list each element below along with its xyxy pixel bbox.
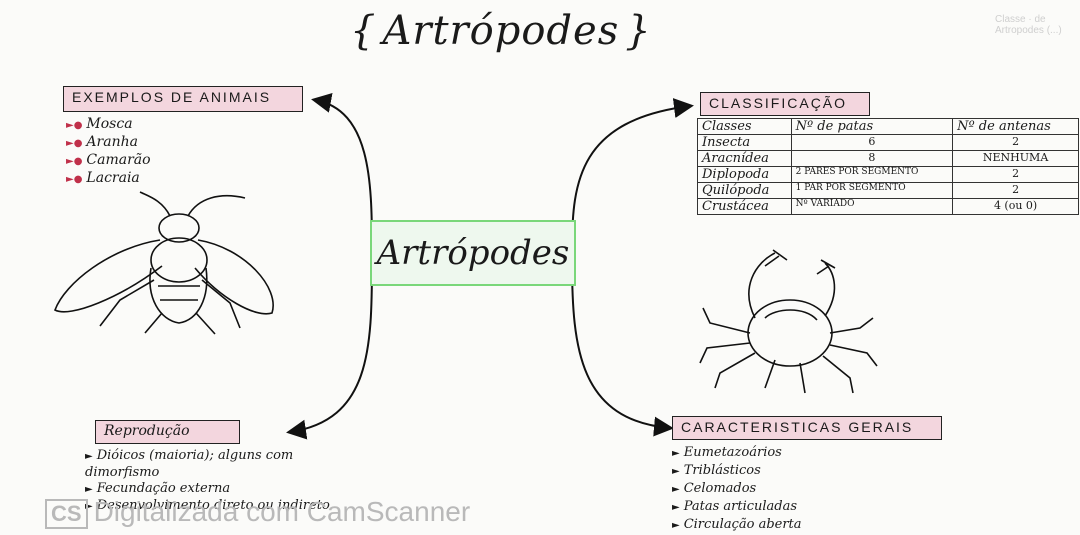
header-antenas: Nº de antenas: [953, 119, 1079, 135]
table-row: Crustácea Nº VARIADO 4 (ou 0): [698, 199, 1079, 215]
caracteristicas-title: CARACTERISTICAS GERAIS: [672, 416, 942, 440]
table-row: Aracnídea 8 NENHUMA: [698, 151, 1079, 167]
watermark-text: Digitalizada com CamScanner: [94, 496, 471, 527]
list-item: ►Circulação aberta: [672, 516, 932, 534]
arrow-bullet-icon: ►: [672, 502, 680, 513]
list-item: ►●Aranha: [66, 134, 151, 152]
header-patas: Nº de patas: [791, 119, 953, 135]
list-item: ►Triblásticos: [672, 462, 932, 480]
arrow-bullet-icon: ►●: [66, 138, 82, 149]
exemplos-title: EXEMPLOS DE ANIMAIS: [63, 86, 303, 112]
arrow-bullet-icon: ►: [672, 466, 680, 477]
exemplos-list: ►●Mosca ►●Aranha ►●Camarão ►●Lacraia: [66, 116, 151, 188]
list-item: ►Celomados: [672, 480, 932, 498]
list-item: ►●Mosca: [66, 116, 151, 134]
center-topic: Artrópodes: [370, 220, 576, 286]
caracteristicas-list: ►Eumetazoários ►Triblásticos ►Celomados …: [672, 444, 932, 534]
fly-drawing: [50, 188, 290, 338]
arrow-bullet-icon: ►: [672, 520, 680, 531]
list-item: ►Patas articuladas: [672, 498, 932, 516]
list-item: ►●Lacraia: [66, 170, 151, 188]
arrow-bullet-icon: ►: [672, 448, 680, 459]
crab-drawing: [695, 248, 885, 398]
classificacao-table: Classes Nº de patas Nº de antenas Insect…: [697, 118, 1079, 215]
header-classes: Classes: [698, 119, 792, 135]
table-header-row: Classes Nº de patas Nº de antenas: [698, 119, 1079, 135]
table-row: Insecta 6 2: [698, 135, 1079, 151]
list-item: ►Eumetazoários: [672, 444, 932, 462]
table-row: Quilópoda 1 PAR POR SEGMENTO 2: [698, 183, 1079, 199]
table-row: Diplopoda 2 PARES POR SEGMENTO 2: [698, 167, 1079, 183]
list-item: ►Dióicos (maioria); alguns com dimorfism…: [85, 448, 355, 481]
arrow-bullet-icon: ►●: [66, 174, 82, 185]
arrow-bullet-icon: ►: [672, 484, 680, 495]
list-item: ►●Camarão: [66, 152, 151, 170]
classificacao-title: CLASSIFICAÇÃO: [700, 92, 870, 116]
arrow-bullet-icon: ►: [85, 451, 93, 462]
camscanner-logo: CS: [45, 499, 88, 529]
arrow-bullet-icon: ►●: [66, 156, 82, 167]
arrow-bullet-icon: ►: [85, 484, 93, 495]
arrow-bullet-icon: ►●: [66, 120, 82, 131]
reproducao-title: Reprodução: [95, 420, 240, 444]
